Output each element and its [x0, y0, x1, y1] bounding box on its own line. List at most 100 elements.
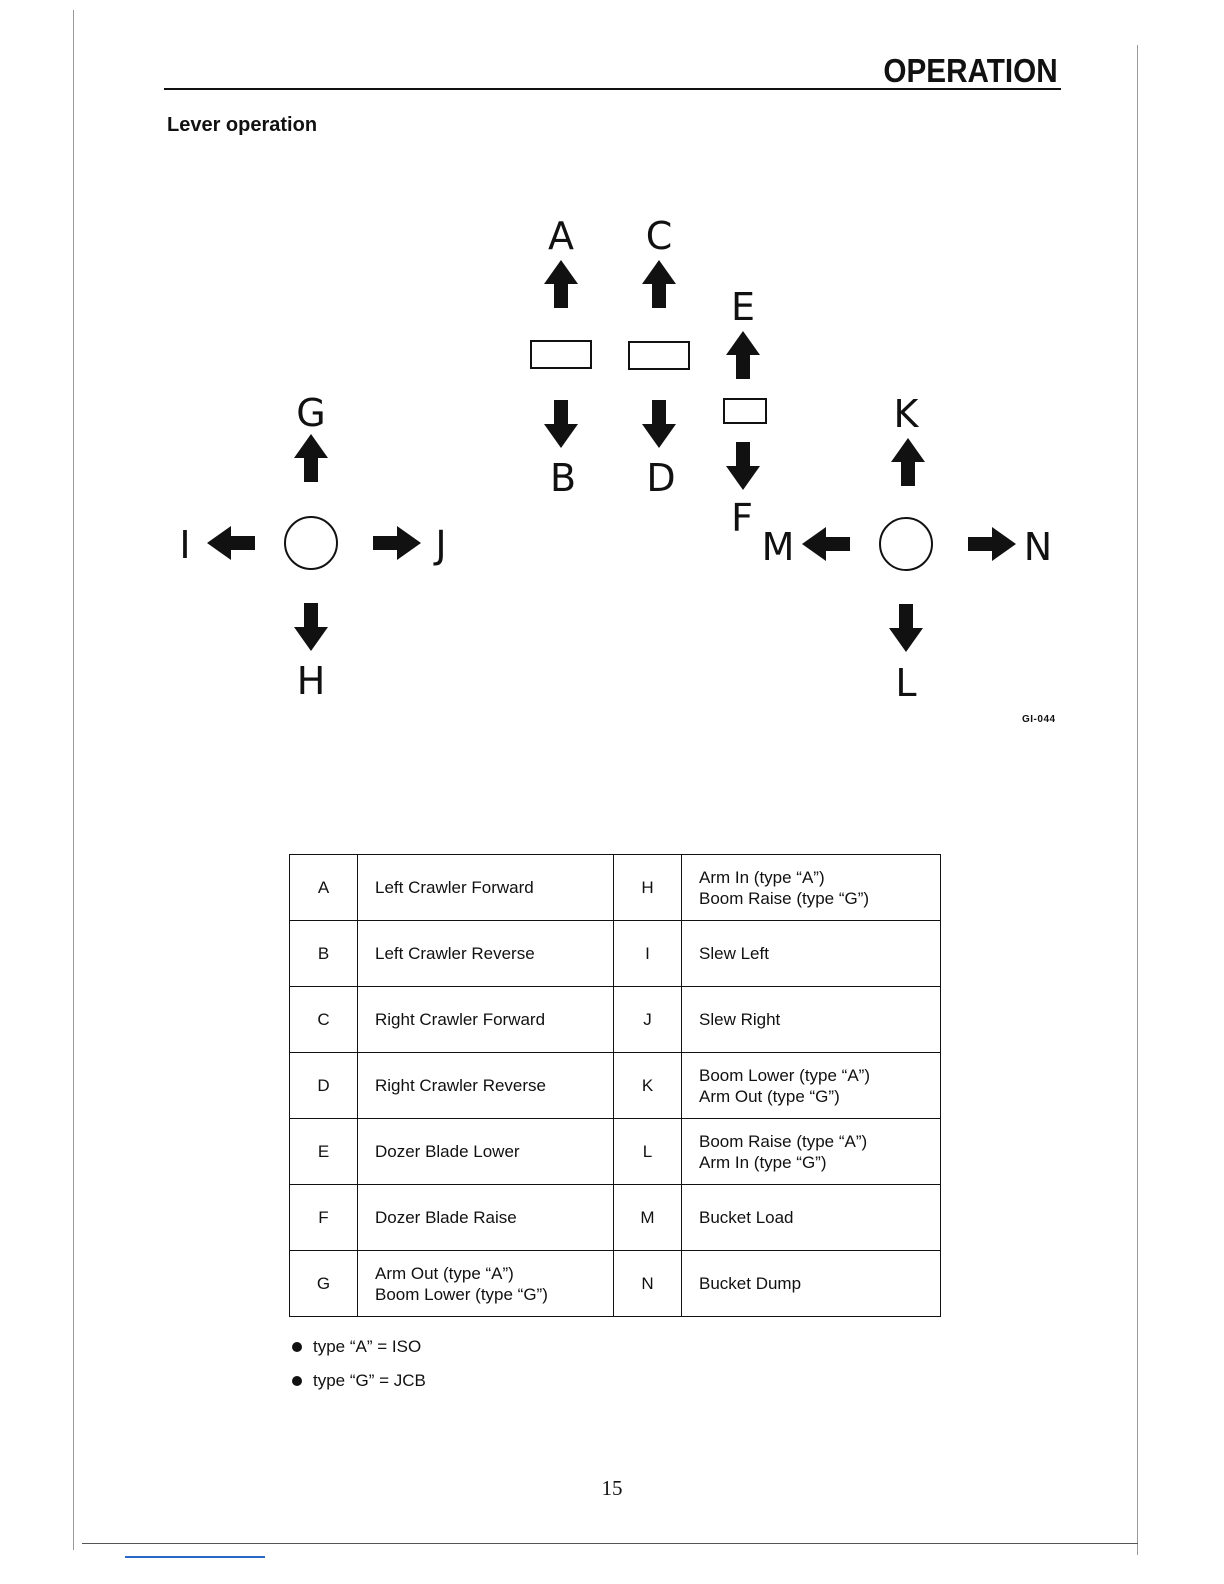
notes: type “A” = ISO type “G” = JCB [292, 1330, 426, 1398]
arrow-right-icon [373, 526, 421, 560]
diagram-label-g: G [296, 391, 325, 435]
row-desc-right: Boom Raise (type “A”)Arm In (type “G”) [681, 1118, 941, 1185]
cell-text: I [645, 943, 650, 963]
cell-text: C [317, 1009, 330, 1029]
cell-text: Slew Left [699, 944, 769, 963]
table-row: A Left Crawler Forward H Arm In (type “A”)B… [289, 854, 941, 921]
table-row: C Right Crawler Forward J Slew Right [289, 986, 941, 1053]
row-key-left: B [289, 920, 358, 987]
right-travel-lever [628, 341, 690, 370]
cell-text: K [641, 1075, 654, 1095]
scan-mark [125, 1556, 265, 1558]
cell-text: Left Crawler Forward [375, 878, 534, 897]
table-row: G Arm Out (type “A”)Boom Lower (type “G”)… [289, 1250, 941, 1317]
row-key-left: E [289, 1118, 358, 1185]
cell-text: J [643, 1009, 652, 1029]
row-desc-right: Slew Left [681, 920, 941, 987]
cell-text: E [317, 1141, 330, 1161]
row-key-left: G [289, 1250, 358, 1317]
row-desc-left: Left Crawler Forward [357, 854, 614, 921]
page-number: 15 [601, 1476, 623, 1500]
arrow-up-icon [642, 260, 676, 308]
cell-text: G [316, 1273, 331, 1293]
row-key-left: C [289, 986, 358, 1053]
cell-text: Boom Lower (type “A”) [699, 1065, 870, 1085]
cell-text: Left Crawler Reverse [375, 944, 535, 963]
row-desc-left: Right Crawler Reverse [357, 1052, 614, 1119]
arrow-up-icon [726, 331, 760, 379]
diagram-label-n: N [1024, 525, 1052, 569]
cell-text: Bucket Load [699, 1208, 794, 1227]
bullet-icon [292, 1376, 302, 1386]
page-subtitle: Lever operation [167, 114, 318, 136]
row-desc-left: Right Crawler Forward [357, 986, 614, 1053]
arrow-down-icon [726, 442, 760, 490]
cell-text: Arm In (type “A”) [699, 867, 825, 887]
arrow-up-icon [891, 438, 925, 486]
diagram-label-i: I [179, 523, 190, 567]
row-desc-right: Boom Lower (type “A”)Arm Out (type “G”) [681, 1052, 941, 1119]
right-joystick-knob [879, 517, 933, 571]
row-desc-left: Dozer Blade Lower [357, 1118, 614, 1185]
row-desc-right: Arm In (type “A”)Boom Raise (type “G”) [681, 854, 941, 921]
left-joystick-knob [284, 516, 338, 570]
arrow-down-icon [294, 603, 328, 651]
title-rule [164, 88, 1061, 90]
cell-text: Bucket Dump [699, 1274, 802, 1293]
diagram-label-j: J [433, 523, 446, 567]
table-row: E Dozer Blade Lower L Boom Raise (type “A”)… [289, 1118, 941, 1185]
scan-edge-left [73, 10, 74, 1550]
cell-text: Right Crawler Forward [375, 1010, 546, 1029]
diagram-label-h: H [297, 659, 326, 703]
cell-text: A [317, 877, 330, 897]
row-desc-right: Bucket Load [681, 1184, 941, 1251]
row-key-right: N [613, 1250, 682, 1317]
row-key-left: D [289, 1052, 358, 1119]
cell-text: M [640, 1207, 655, 1227]
row-desc-left: Arm Out (type “A”)Boom Lower (type “G”) [357, 1250, 614, 1317]
row-key-right: J [613, 986, 682, 1053]
arrow-up-icon [294, 434, 328, 482]
cell-text: L [642, 1141, 653, 1161]
cell-text: Boom Raise (type “A”) [699, 1131, 868, 1151]
cell-text: Boom Lower (type “G”) [375, 1284, 548, 1304]
arrow-down-icon [544, 400, 578, 448]
arrow-right-icon [968, 527, 1016, 561]
diagram-label-d: D [646, 456, 675, 500]
row-key-left: F [289, 1184, 358, 1251]
cell-text: H [641, 877, 654, 897]
diagram-label-a: A [548, 214, 574, 258]
note-item: type “G” = JCB [292, 1364, 426, 1398]
cell-text: Right Crawler Reverse [375, 1076, 546, 1095]
left-travel-lever [530, 340, 592, 369]
scan-edge-bottom [82, 1543, 1138, 1544]
row-key-right: H [613, 854, 682, 921]
dozer-lever [723, 398, 767, 424]
cell-text: Dozer Blade Lower [375, 1142, 520, 1161]
cell-text: Slew Right [699, 1010, 781, 1029]
row-desc-left: Left Crawler Reverse [357, 920, 614, 987]
diagram-label-k: K [894, 392, 920, 436]
section-title: OPERATION [883, 52, 1058, 89]
row-key-left: A [289, 854, 358, 921]
arrow-left-icon [207, 526, 255, 560]
row-key-right: K [613, 1052, 682, 1119]
scan-edge-right [1137, 45, 1138, 1555]
figure-code: GI-044 [1022, 714, 1056, 725]
row-key-right: I [613, 920, 682, 987]
row-key-right: L [613, 1118, 682, 1185]
diagram-label-c: C [646, 214, 673, 258]
arrow-left-icon [802, 527, 850, 561]
cell-text: D [317, 1075, 330, 1095]
note-text: type “G” = JCB [313, 1371, 426, 1390]
cell-text: Arm In (type “G”) [699, 1152, 827, 1172]
table-row: D Right Crawler Reverse K Boom Lower (type … [289, 1052, 941, 1119]
bullet-icon [292, 1342, 302, 1352]
table-row: B Left Crawler Reverse I Slew Left [289, 920, 941, 987]
cell-text: Boom Raise (type “G”) [699, 888, 870, 908]
cell-text: Arm Out (type “G”) [699, 1086, 840, 1106]
lever-diagram: G H I J A B C D E F K L M N [179, 214, 1052, 705]
row-desc-right: Bucket Dump [681, 1250, 941, 1317]
